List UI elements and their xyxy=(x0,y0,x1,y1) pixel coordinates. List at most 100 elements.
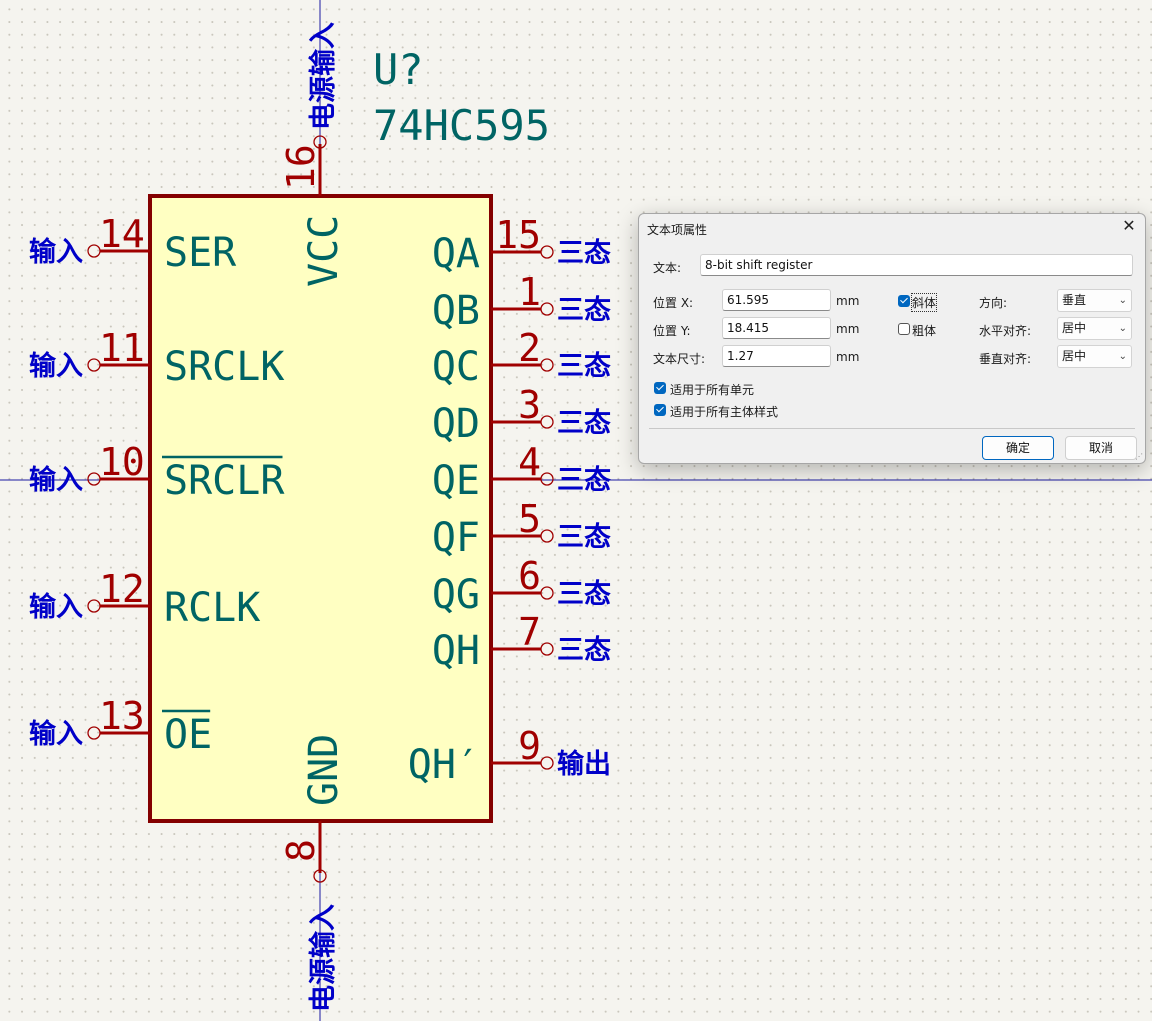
net-label-input[interactable]: 输入 xyxy=(29,464,83,496)
italic-checkbox[interactable] xyxy=(898,295,910,307)
pin-name: QD xyxy=(432,401,480,447)
apply-all-units-checkbox[interactable] xyxy=(654,382,666,394)
pos-y-label: 位置 Y: xyxy=(653,324,691,338)
reference-designator[interactable]: U? xyxy=(373,45,424,94)
text-size-unit: mm xyxy=(836,350,860,364)
net-label-power[interactable]: 电源输入 xyxy=(307,904,339,1012)
pin-endpoint-marker xyxy=(87,472,101,486)
net-label-output[interactable]: 三态 xyxy=(557,295,611,326)
pin-endpoint-marker xyxy=(540,245,554,259)
text-input[interactable] xyxy=(700,254,1133,276)
pin-name: QC xyxy=(432,344,480,390)
text-properties-dialog[interactable]: 文本项属性 ✕ 文本: 位置 X: mm 位置 Y: mm 文本尺寸: mm 斜… xyxy=(638,213,1146,464)
net-label-output[interactable]: 三态 xyxy=(557,238,611,269)
pin-endpoint-marker xyxy=(540,302,554,316)
pin-right-9[interactable]: 9QH′输出 xyxy=(408,724,611,788)
pin-right-1[interactable]: 1 QB 三态 xyxy=(432,270,611,334)
pin-name: VCC xyxy=(301,215,347,287)
pin-endpoint-marker xyxy=(540,415,554,429)
pin-number: 1 xyxy=(518,270,541,314)
ic-body[interactable] xyxy=(148,194,493,823)
pin-endpoint-marker xyxy=(87,244,101,258)
pin-number: 10 xyxy=(99,440,145,484)
apply-all-units-label[interactable]: 适用于所有单元 xyxy=(670,383,755,397)
pin-name: SER xyxy=(164,230,237,276)
pin-left-14[interactable]: 14 SER 输入 xyxy=(29,212,237,276)
pos-y-unit: mm xyxy=(836,322,860,336)
pin-endpoint-marker xyxy=(87,726,101,740)
pos-x-label: 位置 X: xyxy=(653,296,694,310)
pin-name: GND xyxy=(301,734,347,806)
italic-label[interactable]: 斜体 xyxy=(910,293,938,312)
bold-checkbox[interactable] xyxy=(898,323,910,335)
close-icon[interactable]: ✕ xyxy=(1122,216,1136,235)
cancel-button[interactable]: 取消 xyxy=(1065,436,1137,460)
pin-endpoint-marker xyxy=(540,529,554,543)
pin-endpoint-marker xyxy=(313,135,327,149)
chevron-down-icon: ⌄ xyxy=(1118,295,1127,306)
text-size-label: 文本尺寸: xyxy=(653,352,706,366)
pin-name: QE xyxy=(432,458,480,504)
net-label-input[interactable]: 输入 xyxy=(29,350,83,382)
pin-right-2[interactable]: 2 QC 三态 xyxy=(432,326,611,390)
ok-button[interactable]: 确定 xyxy=(982,436,1054,460)
text-label: 文本: xyxy=(653,261,682,275)
pin-number: 14 xyxy=(99,212,145,256)
apply-all-styles-label[interactable]: 适用于所有主体样式 xyxy=(670,405,779,419)
pin-name: OE xyxy=(164,712,212,758)
component-value[interactable]: 74HC595 xyxy=(373,101,550,150)
dialog-title: 文本项属性 xyxy=(647,223,708,237)
pin-right-4[interactable]: 4 QE 三态 xyxy=(432,440,611,504)
net-label-input[interactable]: 输入 xyxy=(29,236,83,268)
text-size-input[interactable] xyxy=(722,345,831,367)
orientation-value: 垂直 xyxy=(1062,293,1087,307)
net-label-output[interactable]: 三态 xyxy=(557,522,611,553)
net-label-output[interactable]: 三态 xyxy=(557,351,611,382)
pin-endpoint-marker xyxy=(540,756,554,770)
h-align-select[interactable]: 居中⌄ xyxy=(1057,317,1132,340)
pin-name: QH xyxy=(432,628,480,674)
net-label-input[interactable]: 输入 xyxy=(29,591,83,623)
pin-endpoint-marker xyxy=(540,472,554,486)
pin-number: 7 xyxy=(518,610,541,654)
pin-number: 5 xyxy=(518,497,541,541)
resize-grip-icon[interactable]: ⋰ xyxy=(1135,452,1143,461)
pin-vcc[interactable]: 16 VCC 电源输入 xyxy=(279,22,347,287)
pin-number: 13 xyxy=(99,694,145,738)
pin-left-13[interactable]: 13 OE 输入 xyxy=(29,694,212,758)
net-label-power[interactable]: 电源输入 xyxy=(307,22,339,130)
pin-name: RCLK xyxy=(164,585,260,631)
net-label-output[interactable]: 三态 xyxy=(557,579,611,610)
pin-number: 9 xyxy=(518,724,541,768)
pin-name: QB xyxy=(432,288,480,334)
net-label-output[interactable]: 三态 xyxy=(557,635,611,666)
pin-right-7[interactable]: 7 QH 三态 xyxy=(432,610,611,674)
pin-endpoint-marker xyxy=(313,869,327,883)
bold-label[interactable]: 粗体 xyxy=(912,324,937,338)
v-align-select[interactable]: 居中⌄ xyxy=(1057,345,1132,368)
pin-number: 4 xyxy=(518,440,541,484)
pin-number: 2 xyxy=(518,326,541,370)
net-label-input[interactable]: 输入 xyxy=(29,718,83,750)
pos-y-input[interactable] xyxy=(722,317,831,339)
pin-gnd[interactable]: 8 GND 电源输入 xyxy=(279,734,347,1012)
pos-x-unit: mm xyxy=(836,294,860,308)
pos-x-input[interactable] xyxy=(722,289,831,311)
apply-all-styles-checkbox[interactable] xyxy=(654,404,666,416)
orientation-select[interactable]: 垂直 ⌄ xyxy=(1057,289,1132,312)
net-label-output[interactable]: 三态 xyxy=(557,465,611,496)
h-align-label: 水平对齐: xyxy=(979,324,1032,338)
dialog-separator xyxy=(649,428,1135,429)
pin-number: 8 xyxy=(279,839,323,862)
net-label-output[interactable]: 输出 xyxy=(557,748,611,780)
net-label-output[interactable]: 三态 xyxy=(557,408,611,439)
